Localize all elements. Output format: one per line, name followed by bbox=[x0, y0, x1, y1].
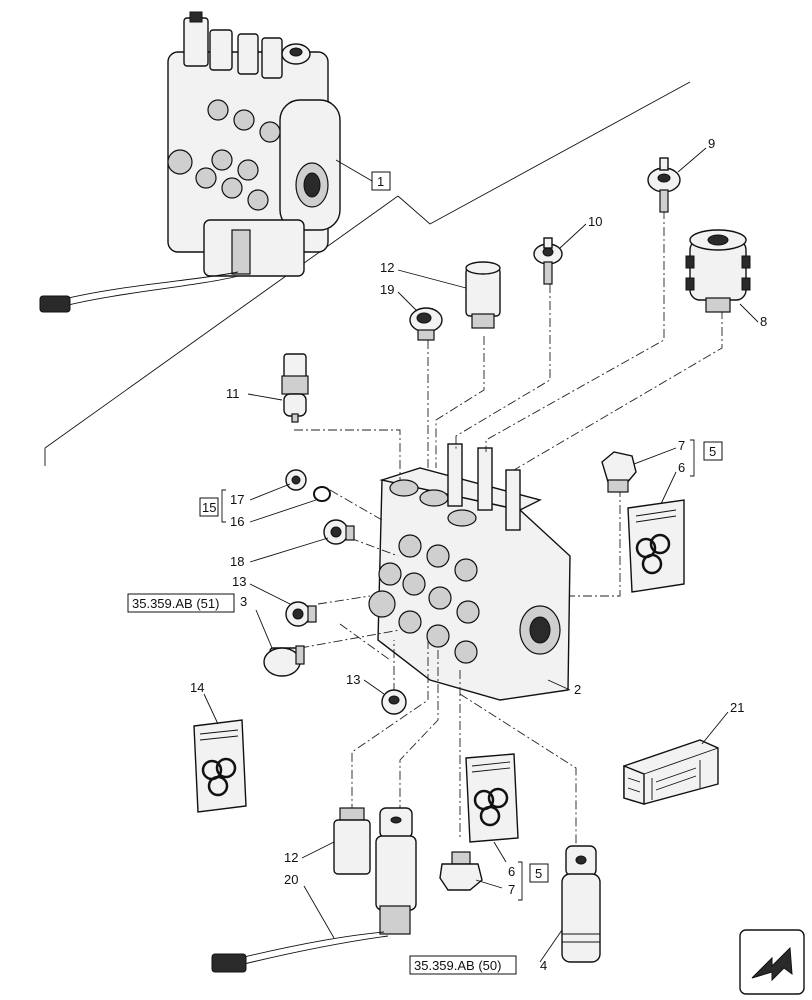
cap-12-lower bbox=[333, 807, 371, 875]
callout-14-label: 14 bbox=[190, 680, 204, 695]
relief-cartridge-11 bbox=[281, 353, 309, 423]
callout-20-label: 20 bbox=[284, 872, 298, 887]
seal-kit-bag-14 bbox=[193, 719, 247, 813]
plug-13-upper bbox=[285, 601, 317, 627]
solenoid-8 bbox=[685, 229, 751, 313]
plug-17 bbox=[285, 469, 307, 491]
callout-20[interactable]: 20 bbox=[284, 872, 335, 939]
callout-8-label: 8 bbox=[760, 314, 767, 329]
callout-4-label: 4 bbox=[540, 958, 547, 973]
plug-7-upper bbox=[601, 451, 637, 493]
callout-10-label: 10 bbox=[588, 214, 602, 229]
callout-18[interactable]: 18 bbox=[230, 537, 329, 569]
callout-21-label: 21 bbox=[730, 700, 744, 715]
callout-13-lower-label: 13 bbox=[346, 672, 360, 687]
callout-5-upper-label: 5 bbox=[709, 444, 716, 459]
crate-21 bbox=[623, 739, 719, 805]
fitting-10 bbox=[533, 237, 563, 285]
callout-17[interactable]: 17 bbox=[230, 483, 291, 507]
callout-16-label: 16 bbox=[230, 514, 244, 529]
callout-10[interactable]: 10 bbox=[559, 214, 602, 249]
callout-12-lower-label: 12 bbox=[284, 850, 298, 865]
callout-6-lower[interactable]: 6 bbox=[493, 841, 515, 879]
callout-7-upper-label: 7 bbox=[678, 438, 685, 453]
callout-7-lower[interactable]: 7 bbox=[475, 879, 515, 897]
callout-3-label: 3 bbox=[240, 594, 247, 609]
bracket-5-upper[interactable]: 5 bbox=[690, 439, 723, 477]
reference-50-label: 35.359.AB (50) bbox=[414, 958, 501, 973]
reference-51-label: 35.359.AB (51) bbox=[132, 596, 219, 611]
callout-18-label: 18 bbox=[230, 554, 244, 569]
cap-12-upper bbox=[465, 261, 501, 329]
callout-12-upper-label: 12 bbox=[380, 260, 394, 275]
bracket-5-lower[interactable]: 5 bbox=[518, 861, 549, 901]
assembly-separator-line bbox=[44, 81, 691, 466]
callout-6-lower-label: 6 bbox=[508, 864, 515, 879]
callout-3[interactable]: 3 bbox=[240, 594, 273, 649]
callout-7-lower-label: 7 bbox=[508, 882, 515, 897]
callout-5-lower-label: 5 bbox=[535, 866, 542, 881]
seal-kit-bag-upper bbox=[627, 499, 685, 593]
callout-6-upper[interactable]: 6 bbox=[659, 460, 685, 507]
plug-3 bbox=[263, 645, 305, 677]
callout-4[interactable]: 4 bbox=[539, 929, 563, 973]
callout-13-upper-label: 13 bbox=[232, 574, 246, 589]
callout-2-label: 2 bbox=[574, 682, 581, 697]
callout-21[interactable]: 21 bbox=[701, 700, 744, 745]
callout-19[interactable]: 19 bbox=[380, 282, 417, 311]
callout-9[interactable]: 9 bbox=[677, 136, 715, 173]
callout-14[interactable]: 14 bbox=[190, 680, 219, 725]
callout-7-upper[interactable]: 7 bbox=[633, 438, 685, 465]
callout-1-label: 1 bbox=[377, 174, 384, 189]
reference-box-50[interactable]: 35.359.AB (50) bbox=[409, 955, 517, 975]
callout-2[interactable]: 2 bbox=[547, 679, 581, 697]
callout-6-upper-label: 6 bbox=[678, 460, 685, 475]
bracket-15[interactable]: 15 bbox=[199, 489, 226, 523]
cartridge-4 bbox=[561, 845, 601, 963]
assembled-valve-image bbox=[39, 11, 341, 313]
callout-11[interactable]: 11 bbox=[226, 386, 283, 401]
fitting-9 bbox=[647, 157, 681, 213]
plug-18 bbox=[323, 519, 355, 545]
callout-13-lower[interactable]: 13 bbox=[346, 672, 385, 695]
callout-13-upper[interactable]: 13 bbox=[232, 574, 291, 605]
plug-13-lower bbox=[381, 689, 407, 715]
callout-17-label: 17 bbox=[230, 492, 244, 507]
seal-kit-bag-lower bbox=[465, 753, 519, 843]
plug-7-lower bbox=[439, 851, 483, 891]
reference-box-51[interactable]: 35.359.AB (51) bbox=[127, 593, 235, 613]
callout-15-label: 15 bbox=[202, 500, 216, 515]
next-page-arrow-icon[interactable] bbox=[739, 929, 805, 995]
callout-16[interactable]: 16 bbox=[230, 499, 317, 529]
callout-19-label: 19 bbox=[380, 282, 394, 297]
callout-12-upper[interactable]: 12 bbox=[380, 260, 467, 289]
assembly-center-lines bbox=[294, 210, 723, 846]
valve-body bbox=[368, 443, 571, 701]
callout-11-label: 11 bbox=[226, 386, 240, 401]
callout-8[interactable]: 8 bbox=[739, 303, 767, 329]
solenoid-20 bbox=[211, 807, 417, 973]
callout-12-lower[interactable]: 12 bbox=[284, 841, 335, 865]
callout-9-label: 9 bbox=[708, 136, 715, 151]
plug-19 bbox=[409, 307, 443, 341]
o-ring-16 bbox=[313, 486, 331, 502]
callout-1[interactable]: 1 bbox=[335, 159, 391, 191]
